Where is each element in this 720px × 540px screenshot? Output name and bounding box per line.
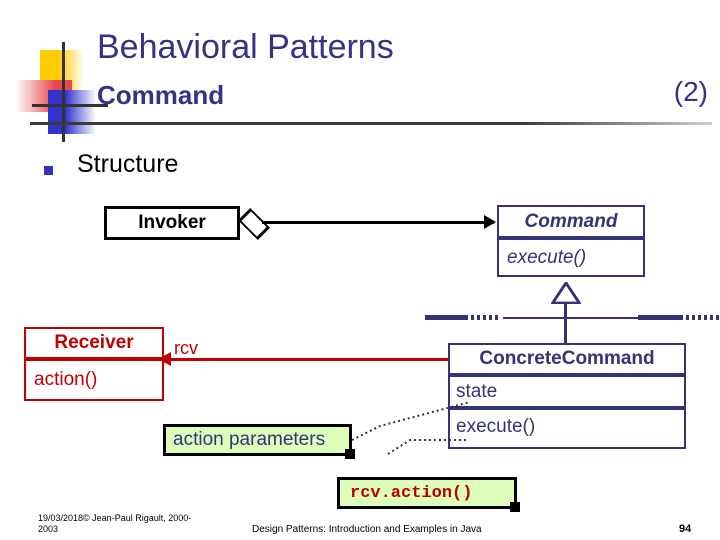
- uml-class-invoker-name: Invoker: [138, 212, 206, 233]
- uml-class-concretecommand: ConcreteCommand state execute(): [448, 343, 686, 449]
- footer-copyright: 19/03/2018© Jean-Paul Rigault, 2000- 200…: [38, 513, 253, 535]
- note-leader-lines: [351, 401, 471, 455]
- generalization-stem-line: [564, 303, 567, 345]
- association-arrowhead-icon: [484, 215, 496, 229]
- generalization-triangle-icon: [551, 282, 581, 304]
- section-heading: Structure: [77, 150, 179, 178]
- association-arrowhead-receiver-icon: [158, 352, 171, 366]
- bullet-marker-icon: [44, 166, 53, 175]
- uml-class-invoker: Invoker: [104, 206, 240, 240]
- uml-class-command-name: Command: [499, 207, 643, 240]
- note-fold-corner-icon: [345, 449, 355, 459]
- note-action-parameters-text: action parameters: [173, 429, 326, 450]
- footer-copyright-line2: 2003: [38, 524, 59, 534]
- footer-page-number: 94: [679, 523, 692, 535]
- note-action-parameters: action parameters: [163, 424, 352, 456]
- uml-class-receiver-operation: action(): [34, 369, 98, 390]
- logo-blue-square-icon: [48, 90, 96, 134]
- uml-class-command-operation: execute(): [507, 246, 587, 268]
- association-line-concrete-receiver: [170, 358, 460, 361]
- footer-copyright-line1: 19/03/2018© Jean-Paul Rigault, 2000-: [38, 513, 192, 523]
- slide-title: Behavioral Patterns: [97, 28, 394, 66]
- uml-class-receiver-name: Receiver: [26, 329, 162, 361]
- footer-course-title: Design Patterns: Introduction and Exampl…: [252, 524, 482, 535]
- association-line-invoker-command: [262, 221, 494, 224]
- logo-vertical-line-icon: [62, 42, 65, 142]
- slide-subtitle: Command: [97, 80, 225, 110]
- aggregation-diamond-icon: [237, 207, 271, 241]
- header-divider: [30, 122, 712, 125]
- uml-class-receiver: Receiver action(): [24, 327, 164, 401]
- uml-class-concretecommand-name: ConcreteCommand: [450, 345, 684, 377]
- slide-logo-decoration: [8, 38, 108, 142]
- note-command-body-text: rcv.action(): [350, 483, 473, 503]
- association-role-label-rcv: rcv: [174, 338, 198, 358]
- decorative-divider: [425, 315, 720, 320]
- note-fold-corner-icon-2: [510, 502, 520, 512]
- note-command-body: rcv.action(): [337, 477, 517, 509]
- uml-class-concretecommand-operation: execute(): [456, 415, 536, 437]
- uml-class-concretecommand-attribute: state: [450, 377, 684, 410]
- logo-horizontal-line-icon: [32, 104, 108, 107]
- uml-class-command: Command execute(): [497, 205, 645, 277]
- slide-part-number: (2): [673, 76, 708, 107]
